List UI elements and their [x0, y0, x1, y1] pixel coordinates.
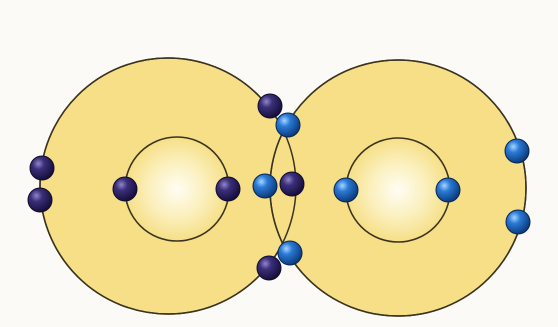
electron: [113, 177, 137, 201]
electron: [280, 172, 304, 196]
electron: [28, 188, 52, 212]
electron: [30, 156, 54, 180]
electron: [257, 256, 281, 280]
electron: [278, 241, 302, 265]
right-inner-shell: [346, 138, 450, 242]
electron: [276, 113, 300, 137]
electron: [258, 94, 282, 118]
right-atom: [270, 60, 526, 316]
electron: [506, 210, 530, 234]
electron: [436, 178, 460, 202]
left-inner-shell: [125, 137, 229, 241]
electron: [253, 174, 277, 198]
electron: [505, 139, 529, 163]
electron: [216, 177, 240, 201]
electron: [334, 178, 358, 202]
